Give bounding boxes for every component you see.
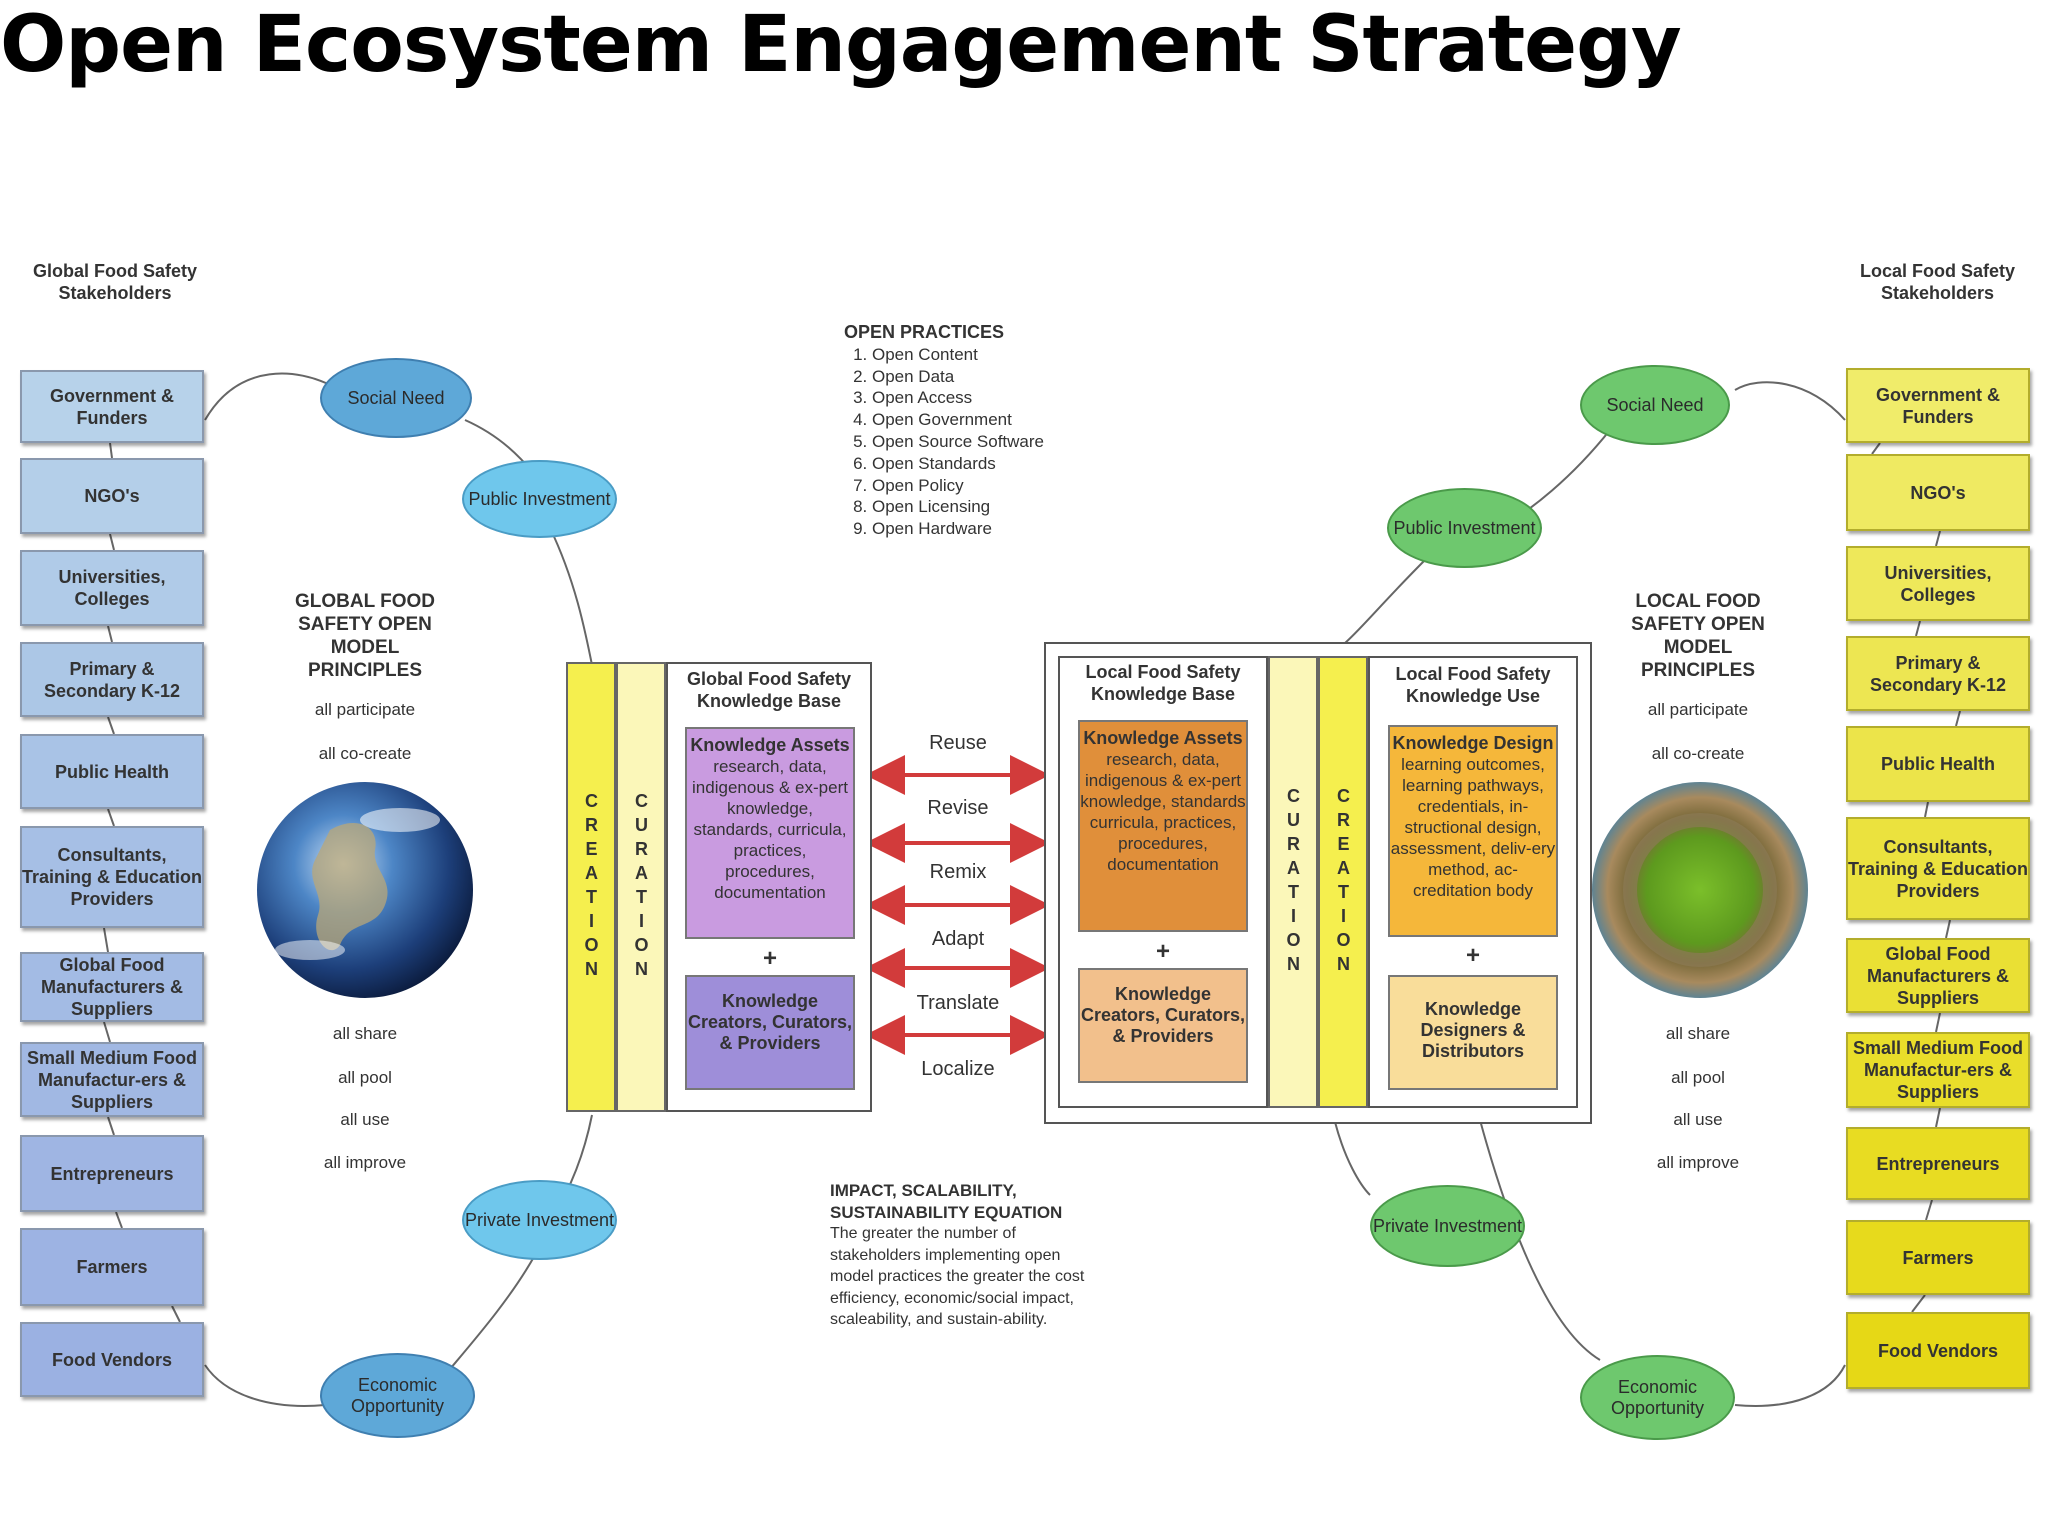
local-principle-share: all share [1665,1024,1731,1043]
open-practice-item: Open Access [872,387,1044,409]
local-stakeholder-universities: Universities, Colleges [1846,546,2030,621]
open-practice-item: Open Content [872,344,1044,366]
local-knowledge-design: Knowledge Design learning outcomes, lear… [1388,725,1558,937]
global-stakeholder-manufacturers: Global Food Manufacturers & Suppliers [20,952,204,1022]
open-practices-list: OPEN PRACTICES Open Content Open Data Op… [844,322,1044,540]
local-principle-use: all use [1673,1110,1723,1129]
global-oval-social-need: Social Need [320,358,472,438]
open-practice-item: Open Data [872,366,1044,388]
local-stakeholder-food-vendors: Food Vendors [1846,1312,2030,1389]
open-practice-item: Open Licensing [872,496,1044,518]
local-oval-public-investment: Public Investment [1387,488,1542,568]
earth-cloud-icon [360,808,440,832]
impact-equation: IMPACT, SCALABILITY, SUSTAINABILITY EQUA… [830,1181,1085,1328]
local-knowledge-designers: Knowledge Designers & Distributors [1388,975,1558,1090]
global-principle-cocreate: all co-create [318,744,412,763]
global-stakeholders-heading: Global Food Safety Stakeholders [32,261,197,303]
local-principle-improve: all improve [1656,1153,1740,1172]
local-principle-pool: all pool [1671,1068,1725,1087]
global-principle-pool: all pool [338,1068,392,1087]
global-stakeholder-public-health: Public Health [20,734,204,809]
stakeholder-chain [103,442,1961,1323]
global-principle-participate: all participate [314,700,416,719]
local-stakeholder-public-health: Public Health [1846,726,2030,802]
open-practice-item: Open Government [872,409,1044,431]
global-curation-bar: CURATION [616,662,666,1112]
local-stakeholder-small-manufacturers: Small Medium Food Manufactur-ers & Suppl… [1846,1032,2030,1108]
global-stakeholder-small-manufacturers: Small Medium Food Manufactur-ers & Suppl… [20,1042,204,1117]
open-practice-item: Open Standards [872,453,1044,475]
global-stakeholder-universities: Universities, Colleges [20,550,204,626]
global-stakeholder-government: Government & Funders [20,370,204,443]
local-oval-private-investment: Private Investment [1370,1185,1525,1267]
global-principle-use: all use [340,1110,390,1129]
local-principle-cocreate: all co-create [1651,744,1745,763]
local-stakeholder-manufacturers: Global Food Manufacturers & Suppliers [1846,938,2030,1013]
local-stakeholder-primary: Primary & Secondary K-12 [1846,636,2030,711]
open-practice-item: Open Source Software [872,431,1044,453]
global-oval-public-investment: Public Investment [462,460,617,538]
global-loop-lower [444,1254,536,1376]
local-loop-bottom [1734,1364,1846,1407]
global-principle-improve: all improve [323,1153,407,1172]
transfer-arrows [865,755,1050,1055]
local-stakeholder-ngos: NGO's [1846,454,2030,531]
local-use-heading: Local Food Safety Knowledge Use [1395,664,1551,706]
verb-adapt: Adapt [931,928,985,950]
earth-land-icon [312,822,388,951]
verb-translate: Translate [916,992,1000,1014]
local-stakeholders-heading: Local Food Safety Stakeholders [1859,261,2016,303]
global-principles-heading: GLOBAL FOOD SAFETY OPEN MODEL PRINCIPLES [294,591,436,681]
global-kb-heading: Global Food Safety Knowledge Base [686,669,851,711]
global-oval-economic-opportunity: Economic Opportunity [320,1353,475,1438]
global-oval-private-investment: Private Investment [462,1180,617,1260]
local-knowledge-assets: Knowledge Assets research, data, indigen… [1078,720,1248,932]
verb-reuse: Reuse [929,732,987,754]
local-loop-left-top [1344,559,1426,644]
verb-remix: Remix [929,861,987,883]
earth-cloud-icon-2 [275,940,345,960]
local-principles-heading: LOCAL FOOD SAFETY OPEN MODEL PRINCIPLES [1631,591,1765,681]
local-loop-top [1734,381,1846,421]
local-curation-bar: CURATION [1268,656,1318,1108]
local-creation-bar: CREATION [1318,656,1368,1108]
local-stakeholder-entrepreneurs: Entrepreneurs [1846,1127,2030,1200]
local-loop-left-bottom [1334,1121,1371,1196]
global-stakeholder-entrepreneurs: Entrepreneurs [20,1135,204,1212]
local-principle-participate: all participate [1647,700,1749,719]
local-stakeholder-farmers: Farmers [1846,1220,2030,1295]
global-creation-bar: CREATION [566,662,616,1112]
open-practice-item: Open Policy [872,475,1044,497]
local-oval-economic-opportunity: Economic Opportunity [1580,1355,1735,1440]
global-plus-sign: + [762,945,777,972]
open-practices-heading: OPEN PRACTICES [844,322,1005,342]
local-use-plus-sign: + [1465,942,1480,969]
global-stakeholder-primary: Primary & Secondary K-12 [20,642,204,717]
global-loop-right-top [549,527,593,666]
local-loop-lower [1479,1119,1601,1361]
global-knowledge-assets: Knowledge Assets research, data, indigen… [685,727,855,939]
global-stakeholder-farmers: Farmers [20,1228,204,1306]
local-stakeholder-consultants: Consultants, Training & Education Provid… [1846,817,2030,920]
global-loop-top [204,372,331,421]
local-oval-social-need: Social Need [1580,365,1730,445]
global-stakeholder-food-vendors: Food Vendors [20,1322,204,1397]
page-title: Open Ecosystem Engagement Strategy [0,0,1682,90]
local-plus-sign: + [1155,938,1170,965]
local-knowledge-creators: Knowledge Creators, Curators, & Provider… [1078,968,1248,1083]
open-practice-item: Open Hardware [872,518,1044,540]
global-loop-bottom [204,1364,326,1407]
global-stakeholder-consultants: Consultants, Training & Education Provid… [20,826,204,928]
global-stakeholder-ngos: NGO's [20,458,204,534]
local-stakeholder-government: Government & Funders [1846,368,2030,443]
local-kb-heading: Local Food Safety Knowledge Base [1085,662,1241,704]
global-knowledge-creators: Knowledge Creators, Curators, & Provider… [685,975,855,1090]
verb-revise: Revise [927,797,989,819]
verb-localize: Localize [921,1058,995,1080]
local-globe-ring [1623,813,1777,967]
global-principle-share: all share [332,1024,398,1043]
